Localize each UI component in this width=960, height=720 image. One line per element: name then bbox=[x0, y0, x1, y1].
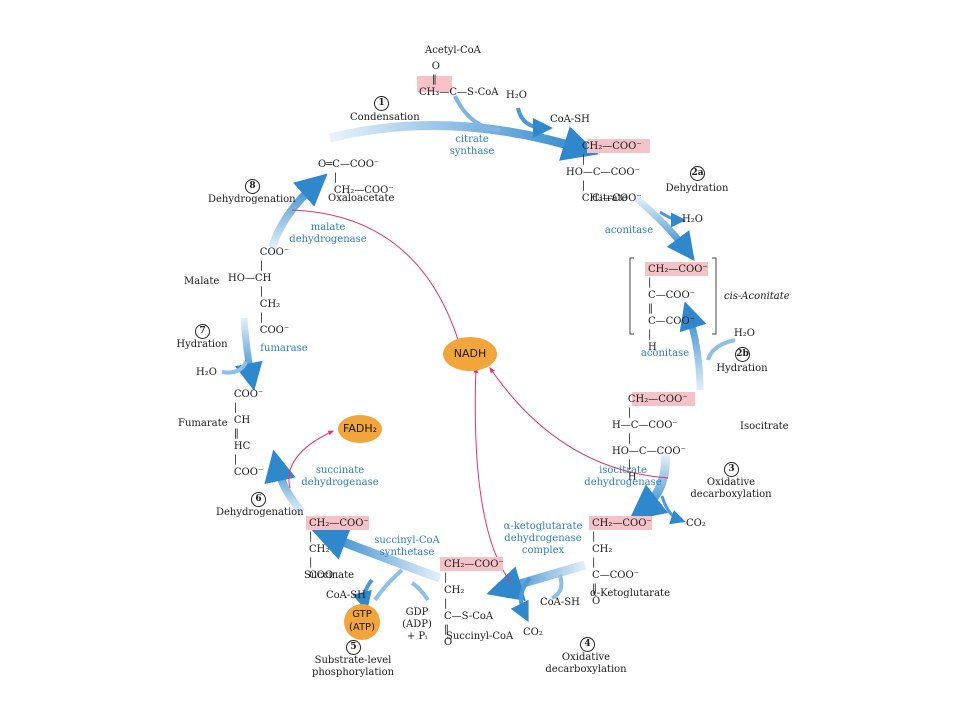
nadh-line-isocitrate bbox=[489, 367, 669, 479]
cis-aconitate-highlight bbox=[645, 262, 708, 276]
fadh2-line bbox=[288, 430, 335, 489]
step-2a-number: 2a bbox=[690, 166, 705, 181]
oxaloacetate-name: Oxaloacetate bbox=[328, 193, 395, 204]
succinyl-coa-highlight bbox=[440, 557, 503, 571]
arrow-step-2b bbox=[679, 301, 707, 391]
step-2a-label: Dehydration bbox=[665, 183, 729, 194]
co2-step-3: CO₂ bbox=[686, 518, 706, 529]
succinate-highlight bbox=[306, 516, 369, 530]
malate-structure: COO⁻ | HO—CH | CH₂ | COO⁻ bbox=[228, 247, 290, 336]
enzyme-aconitase-2: aconitase bbox=[640, 348, 690, 359]
acetyl-coa-structure: O ‖ CH₃—C—S-CoA bbox=[419, 61, 499, 98]
arrow-step-4 bbox=[486, 560, 587, 602]
isocitrate-structure: CH₂—COO⁻ | H—C—COO⁻ | HO—C—COO⁻ | H bbox=[612, 394, 688, 483]
isocitrate-highlight bbox=[632, 392, 695, 406]
step-4-number: 4 bbox=[580, 637, 595, 652]
co2-step-4: CO₂ bbox=[523, 627, 543, 638]
step-3-label: Oxidative decarboxylation bbox=[690, 477, 772, 500]
cis-aconitate-structure: CH₂—COO⁻ | C—COO⁻ ‖ C—COO⁻ | H bbox=[648, 264, 708, 353]
oxaloacetate-structure: O═C—COO⁻ | CH₂—COO⁻ bbox=[318, 159, 394, 196]
arrow-step-1 bbox=[328, 121, 599, 161]
step-7-number: 7 bbox=[195, 324, 210, 339]
arrow-step-5 bbox=[311, 525, 442, 583]
succinate-name: Succinate bbox=[304, 570, 355, 581]
enzyme-succinyl-coa-synthetase: succinyl-CoA synthetase bbox=[374, 535, 440, 558]
nadh-oval: NADH bbox=[443, 337, 497, 371]
step-5-label: Substrate-level phosphorylation bbox=[311, 655, 395, 678]
gdp-step-5: GDP (ADP) + Pᵢ bbox=[402, 607, 432, 642]
step-3-number: 3 bbox=[724, 462, 739, 477]
enzyme-citrate-synthase: citrate synthase bbox=[449, 134, 495, 157]
h2o-step-2a: H₂O bbox=[682, 214, 703, 225]
succinate-structure: CH₂—COO⁻ | CH₂ | COO⁻ bbox=[309, 518, 369, 581]
fumarate-name: Fumarate bbox=[178, 418, 228, 429]
citrate-name: Citrate bbox=[592, 193, 628, 204]
bracket-left bbox=[629, 257, 634, 335]
akg-name: α-Ketoglutarate bbox=[590, 588, 670, 599]
akg-highlight bbox=[589, 516, 652, 530]
arrow-step-8 bbox=[268, 173, 328, 250]
succinyl-coa-name: Succinyl-CoA bbox=[446, 631, 514, 642]
enzyme-aconitase-1: aconitase bbox=[604, 225, 654, 236]
fumarate-structure: COO⁻ | CH ‖ HC | COO⁻ bbox=[233, 389, 264, 478]
arrow-step-7 bbox=[234, 317, 263, 391]
enzyme-fumarase: fumarase bbox=[260, 343, 308, 354]
akg-structure: CH₂—COO⁻ | CH₂ | C—COO⁻ ‖ O bbox=[592, 518, 652, 607]
enzyme-succinate-dehydrogenase: succinate dehydrogenase bbox=[301, 465, 379, 488]
h2o-step-2b: H₂O bbox=[734, 328, 755, 339]
isocitrate-name: Isocitrate bbox=[740, 421, 789, 432]
citrate-structure: CH₂—COO⁻ | HO—C—COO⁻ | CH₂—COO⁻ bbox=[566, 141, 642, 204]
fadh2-oval: FADH₂ bbox=[338, 415, 382, 443]
step-2b-label: Hydration bbox=[716, 363, 768, 374]
arrow-step-3 bbox=[628, 454, 670, 521]
arrow-step-2a bbox=[633, 195, 695, 261]
bracket-right bbox=[712, 257, 717, 335]
enzyme-akg-dehydrogenase: α-ketoglutarate dehydrogenase complex bbox=[503, 521, 583, 556]
step-8-label: Dehydrogenation bbox=[208, 194, 296, 205]
step-5-number: 5 bbox=[346, 640, 361, 655]
coash-step-5: CoA-SH bbox=[326, 590, 366, 601]
arrow-step-6 bbox=[264, 449, 306, 515]
step-4-label: Oxidative decarboxylation bbox=[545, 652, 627, 675]
coash-step-1: CoA-SH bbox=[550, 114, 590, 125]
h2o-step-1: H₂O bbox=[506, 90, 527, 101]
step-8-number: 8 bbox=[245, 179, 260, 194]
nadh-line-malate bbox=[291, 209, 461, 348]
malate-name: Malate bbox=[184, 276, 220, 287]
gtp-oval: GTP (ATP) bbox=[344, 604, 380, 640]
cis-aconitate-name: cis-Aconitate bbox=[724, 291, 790, 302]
acetyl-coa-name: Acetyl-CoA bbox=[425, 45, 481, 56]
step-7-label: Hydration bbox=[176, 339, 228, 350]
citrate-highlight bbox=[587, 139, 650, 153]
enzyme-isocitrate-dehydrogenase: isocitrate dehydrogenase bbox=[584, 465, 662, 488]
step-6-number: 6 bbox=[251, 492, 266, 507]
acetyl-highlight bbox=[417, 76, 452, 92]
step-1-label: Condensation bbox=[350, 112, 420, 123]
step-2b-number: 2b bbox=[735, 347, 750, 362]
enzyme-malate-dehydrogenase: malate dehydrogenase bbox=[289, 222, 367, 245]
step-6-label: Dehydrogenation bbox=[216, 507, 304, 518]
h2o-step-7: H₂O bbox=[196, 367, 217, 378]
step-1-number: 1 bbox=[374, 96, 389, 111]
coash-step-4: CoA-SH bbox=[540, 597, 580, 608]
succinyl-coa-structure: CH₂—COO⁻ | CH₂ | C—S-CoA ‖ O bbox=[444, 559, 504, 648]
